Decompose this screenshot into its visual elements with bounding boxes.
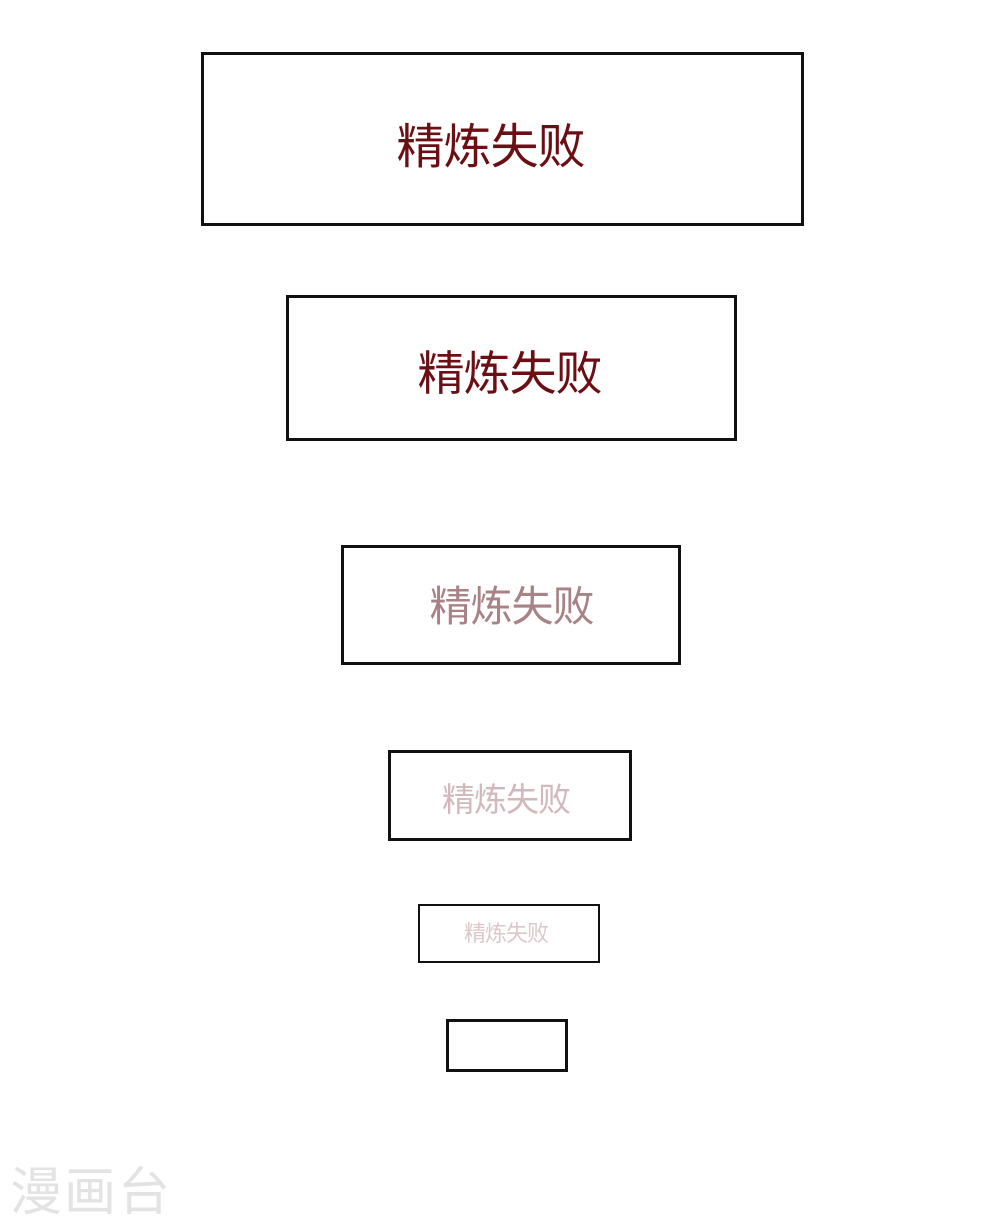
refine-fail-box-4: 精炼失败 xyxy=(388,750,632,841)
refine-fail-text-1: 精炼失败 xyxy=(396,119,585,175)
empty-box xyxy=(446,1019,568,1072)
refine-fail-box-1: 精炼失败 xyxy=(201,52,804,226)
refine-fail-box-3: 精炼失败 xyxy=(341,545,681,665)
refine-fail-text-2: 精炼失败 xyxy=(417,346,603,402)
refine-fail-text-4: 精炼失败 xyxy=(442,779,571,819)
refine-fail-box-2: 精炼失败 xyxy=(286,295,737,441)
refine-fail-text-5: 精炼失败 xyxy=(463,921,549,947)
refine-fail-text-3: 精炼失败 xyxy=(429,581,594,631)
watermark-logo: 漫画台 xyxy=(10,1163,173,1223)
refine-fail-box-5: 精炼失败 xyxy=(418,904,600,963)
